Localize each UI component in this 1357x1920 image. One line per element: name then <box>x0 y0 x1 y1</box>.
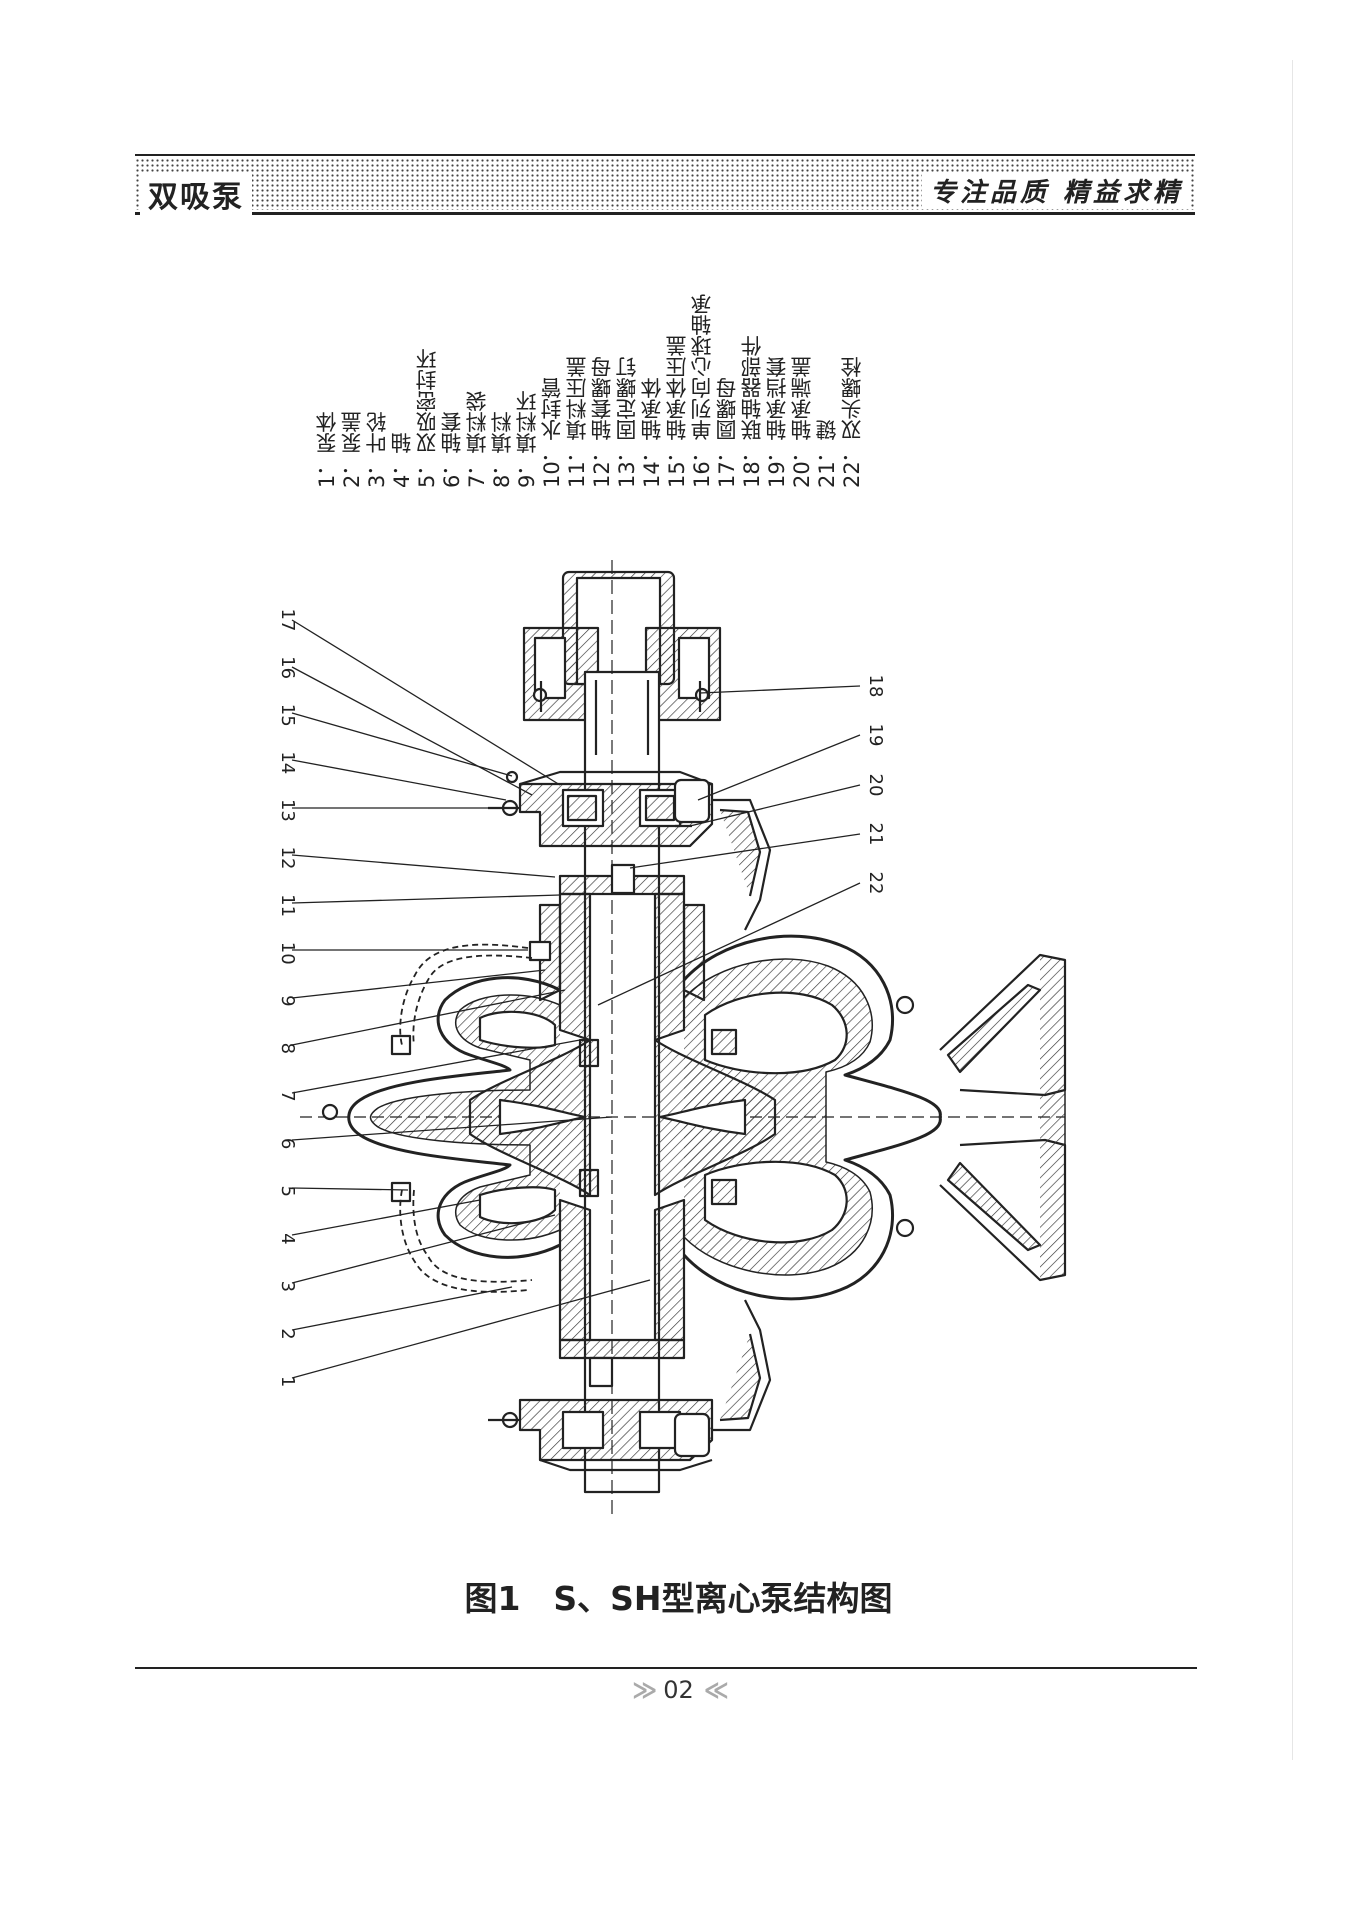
footer-rule <box>135 1667 1197 1669</box>
callout-label: 12 <box>277 847 298 870</box>
left-callout-leaders <box>291 619 651 1379</box>
callout-label: 11 <box>277 894 298 917</box>
callout-label: 18 <box>865 675 886 698</box>
header-slogan: 专注品质 精益求精 <box>921 172 1191 209</box>
figure-caption: 图1 S、SH型离心泵结构图 <box>464 1579 893 1618</box>
page-edge-line <box>1292 60 1293 1760</box>
page-number-value: 02 <box>663 1676 694 1704</box>
right-callout-labels: 18 19 20 21 22 <box>865 675 886 895</box>
lower-bearing-housing <box>488 1398 714 1472</box>
coupling-part <box>522 570 722 722</box>
callout-label: 22 <box>865 872 886 895</box>
callout-label: 3 <box>277 1281 298 1292</box>
header-title: 双吸泵 <box>140 172 252 216</box>
callout-label: 7 <box>277 1090 298 1101</box>
left-callout-labels: 17 16 15 14 13 12 11 10 9 8 7 6 5 4 3 2 1 <box>277 609 298 1388</box>
callout-label: 1 <box>277 1376 298 1387</box>
callout-label: 6 <box>277 1138 298 1149</box>
upper-stuffing-box <box>528 863 706 1042</box>
callout-label: 8 <box>277 1043 298 1054</box>
callout-label: 16 <box>277 656 298 679</box>
callout-label: 19 <box>865 724 886 747</box>
page-number: ≫02 ≪ <box>0 1676 1357 1704</box>
callout-label: 14 <box>277 751 298 774</box>
callout-label: 17 <box>277 609 298 632</box>
header-top-rule <box>135 154 1195 156</box>
right-callout-leaders <box>597 685 861 1006</box>
header-bottom-rule <box>135 212 1195 215</box>
callout-label: 13 <box>277 799 298 822</box>
upper-bearing-housing <box>488 770 714 848</box>
callout-label: 9 <box>277 995 298 1006</box>
right-arrows: ≪ <box>703 1676 729 1704</box>
callout-label: 4 <box>277 1233 298 1244</box>
callout-label: 2 <box>277 1328 298 1339</box>
callout-label: 21 <box>865 823 886 846</box>
impeller-part <box>468 1028 777 1206</box>
callout-label: 10 <box>277 942 298 965</box>
callout-label: 5 <box>277 1185 298 1196</box>
lower-stuffing-box <box>558 1198 686 1388</box>
callout-label: 15 <box>277 704 298 727</box>
callout-label: 20 <box>865 774 886 797</box>
left-arrows: ≫ <box>632 1676 657 1704</box>
